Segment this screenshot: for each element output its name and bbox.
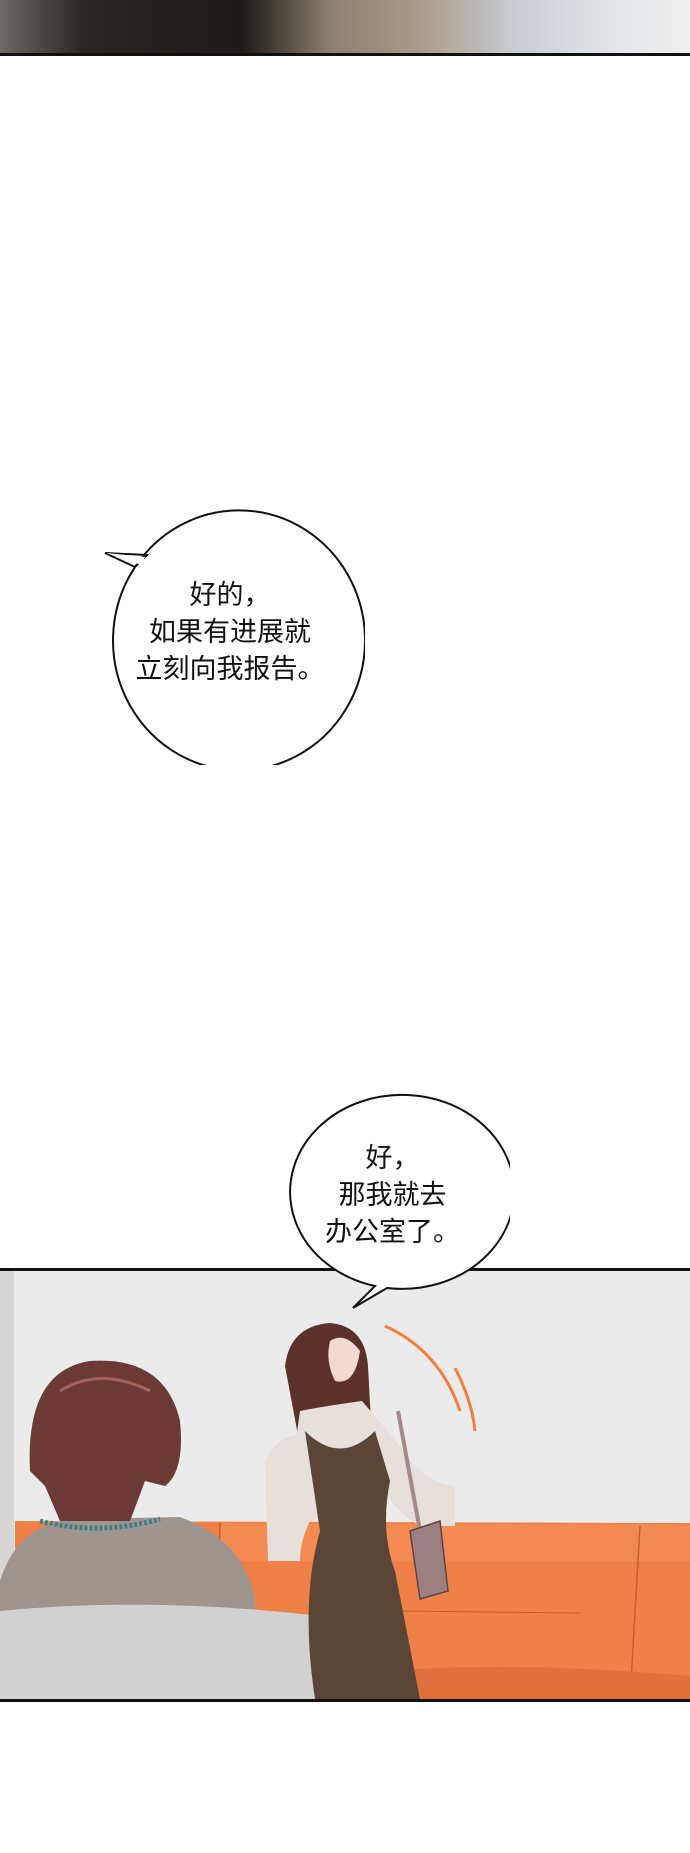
bubble-2-line-1: 好，	[365, 1143, 420, 1174]
bubble-1-line-3: 立刻向我报告。	[135, 654, 325, 685]
bubble-2-line-3: 办公室了。	[325, 1217, 460, 1248]
bubble-shape	[289, 1093, 510, 1309]
bubble-shape	[104, 509, 365, 765]
bubble-2-line-2: 那我就去	[338, 1180, 447, 1211]
speech-bubble-1: 好的， 如果有进展就 立刻向我报告。	[95, 495, 365, 765]
bubble-1-line-1: 好的，	[189, 580, 271, 611]
scene-illustration	[0, 1271, 690, 1699]
speech-bubble-2: 好， 那我就去 办公室了。	[275, 1088, 510, 1318]
bubble-1-line-2: 如果有进展就	[149, 617, 311, 648]
top-comic-panel	[0, 0, 690, 56]
bottom-comic-panel	[0, 1268, 690, 1702]
